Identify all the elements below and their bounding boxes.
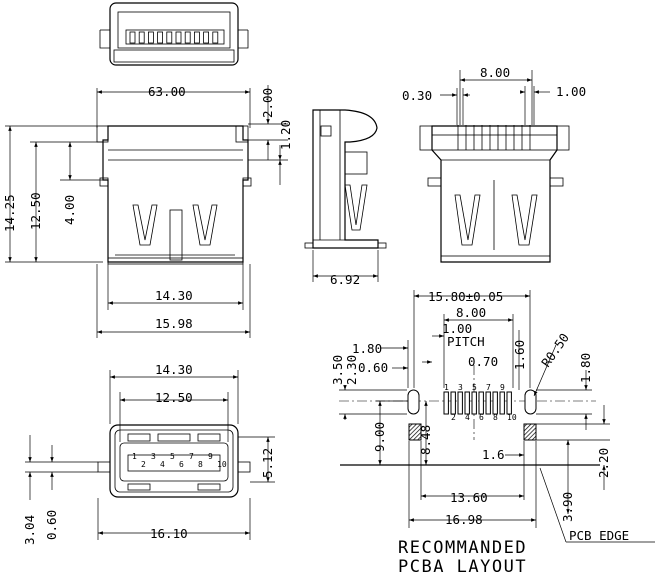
front-pin-label: 4 [160, 460, 165, 469]
dim-16: 1.6 [482, 447, 505, 462]
signal-pad [499, 391, 505, 415]
dim-2: 2.00 [260, 88, 275, 118]
top-finger [175, 31, 182, 44]
signal-pad [450, 391, 456, 415]
slot-right [524, 389, 537, 415]
dim-front-060: 0.60 [44, 510, 59, 540]
top-finger [193, 31, 200, 44]
signal-pad [492, 391, 498, 415]
front-pin-label: 3 [151, 452, 156, 461]
front-pin-label: 5 [170, 452, 175, 461]
pitch-label: PITCH [447, 334, 485, 349]
dim-1698: 16.98 [445, 512, 483, 527]
front-pin-label: 1 [132, 452, 137, 461]
dim-900: 9.00 [372, 422, 387, 452]
dim-layout-8: 8.00 [456, 305, 486, 320]
dim-1360: 13.60 [450, 490, 488, 505]
layout-pin-label: 6 [479, 413, 484, 422]
title-line2: PCBA LAYOUT [398, 557, 527, 575]
dim-1425: 14.25 [2, 194, 17, 232]
top-finger [184, 31, 191, 44]
dim-350: 3.50 [330, 355, 345, 385]
dim-front-1250: 12.50 [155, 390, 193, 405]
dim-230: 2.30 [344, 355, 359, 385]
dim-layout-180a: 1.80 [352, 341, 382, 356]
dim-220: 2.20 [596, 448, 611, 478]
dim-030: 0.30 [402, 88, 432, 103]
top-finger [157, 31, 164, 44]
radius-050: R0.50 [538, 330, 572, 369]
rear-view: 8.00 0.30 1.00 [402, 65, 586, 263]
dim-070: 0.70 [468, 354, 498, 369]
front-pin-label: 6 [179, 460, 184, 469]
pcb-edge-label: PCB EDGE [569, 528, 629, 543]
layout-pin-label: 3 [458, 383, 463, 392]
dim-848: 8.48 [418, 425, 433, 455]
dim-4: 4.00 [62, 195, 77, 225]
profile-view: 6.92 [304, 109, 387, 287]
slot-left [407, 389, 420, 415]
signal-pad [478, 391, 484, 415]
signal-pad [443, 391, 449, 415]
layout-pin-label: 8 [493, 413, 498, 422]
dim-390: 3.90 [560, 492, 575, 522]
top-finger [147, 31, 154, 44]
front-pin-label: 8 [198, 460, 203, 469]
front-pin-label: 7 [189, 452, 194, 461]
dim-1610: 16.10 [150, 526, 188, 541]
side-view: 63.00 2.00 1.20 14.25 12.50 4.00 14.30 1… [2, 84, 293, 338]
mount-pad-left [408, 423, 422, 441]
signal-pad [471, 391, 477, 415]
title-line1: RECOMMANDED [398, 538, 527, 558]
dim-front-1430: 14.30 [155, 362, 193, 377]
dim-1250: 12.50 [28, 192, 43, 230]
dim-120: 1.20 [278, 120, 293, 150]
dim-692: 6.92 [330, 272, 360, 287]
layout-pin-label: 1 [444, 383, 449, 392]
front-pin-label: 10 [217, 460, 227, 469]
front-pin-label: 2 [141, 460, 146, 469]
top-finger [203, 31, 210, 44]
layout-pin-label: 9 [500, 383, 505, 392]
dim-512: 5.12 [260, 448, 275, 478]
signal-pad [457, 391, 463, 415]
signal-pad [506, 391, 512, 415]
dim-1598: 15.98 [155, 316, 193, 331]
top-finger [129, 31, 136, 44]
dim-63: 63.00 [148, 84, 186, 99]
top-finger [212, 31, 219, 44]
top-view [99, 2, 249, 66]
signal-pad [485, 391, 491, 415]
layout-pin-label: 5 [472, 383, 477, 392]
front-pin-label: 9 [208, 452, 213, 461]
mount-pad-right [523, 423, 537, 441]
dim-100: 1.00 [442, 321, 472, 336]
front-view: 1 3 5 7 9 2 4 6 8 10 14.30 12.50 5.12 3.04 0.60 1… [22, 362, 275, 545]
top-finger [166, 31, 173, 44]
layout-pin-label: 4 [465, 413, 470, 422]
dim-side-1430: 14.30 [155, 288, 193, 303]
dim-304: 3.04 [22, 515, 37, 545]
pcb-layout: 1 2 3 4 5 6 7 8 9 10 15.80±0.05 8.00 1.00 PITCH 0… [330, 289, 655, 543]
layout-pin-label: 10 [507, 413, 517, 422]
dim-layout-060: 0.60 [358, 360, 388, 375]
dim-rear-1: 1.00 [556, 84, 586, 99]
layout-pin-label: 2 [451, 413, 456, 422]
dim-160: 1.60 [512, 340, 527, 370]
dim-1580: 15.80±0.05 [428, 289, 503, 304]
top-finger [138, 31, 145, 44]
dim-layout-180b: 1.80 [578, 353, 593, 383]
signal-pad [464, 391, 470, 415]
dim-rear-8: 8.00 [480, 65, 510, 80]
layout-pin-label: 7 [486, 383, 491, 392]
